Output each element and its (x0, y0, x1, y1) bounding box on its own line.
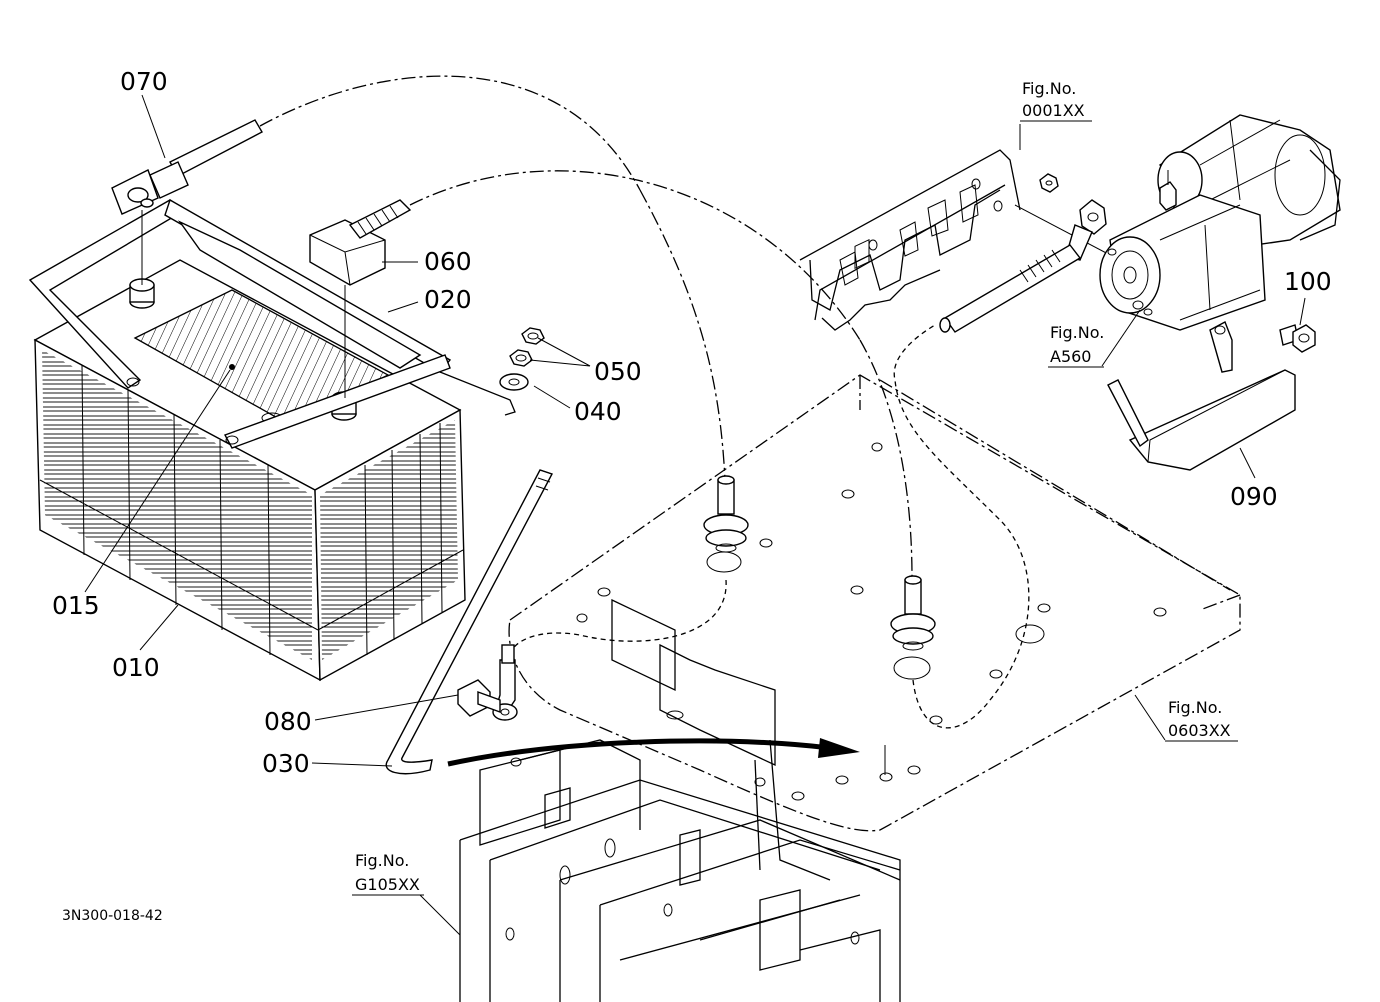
bolt (1279, 324, 1316, 353)
figref-0001xx[interactable]: Fig.No. 0001XX (1020, 79, 1092, 122)
label-100: 100 (1284, 267, 1332, 296)
grommet-right (890, 575, 936, 651)
starter-cable (939, 173, 1107, 333)
engine-block (799, 149, 1111, 331)
label-090: 090 (1230, 482, 1278, 511)
svg-text:Fig.No.: Fig.No. (1050, 323, 1104, 342)
lower-frame (459, 739, 901, 1002)
svg-text:0603XX: 0603XX (1168, 721, 1231, 740)
svg-text:Fig.No.: Fig.No. (355, 851, 409, 870)
drawing-code: 3N300-018-42 (62, 908, 163, 924)
svg-text:0001XX: 0001XX (1022, 101, 1085, 120)
hold-down-bracket (28, 198, 516, 449)
svg-text:Fig.No.: Fig.No. (1022, 79, 1076, 98)
label-050: 050 (594, 357, 642, 386)
battery (33, 259, 466, 682)
figref-g105xx[interactable]: Fig.No. G105XX (352, 851, 424, 896)
ground-cable (457, 644, 518, 721)
starter-motor (1099, 114, 1341, 331)
routing-arrow (447, 738, 886, 775)
figref-a560[interactable]: Fig.No. A560 (1048, 323, 1104, 368)
label-020: 020 (424, 285, 472, 314)
figref-0603xx[interactable]: Fig.No. 0603XX (1165, 698, 1238, 742)
label-070: 070 (120, 67, 168, 96)
terminal-cover (1107, 321, 1296, 471)
negative-cable (111, 75, 726, 481)
nut-washer-set (499, 327, 545, 391)
label-080: 080 (264, 707, 312, 736)
label-030: 030 (262, 749, 310, 778)
positive-cable (309, 170, 913, 579)
rod (385, 469, 554, 775)
leader-lines (84, 94, 1306, 936)
label-040: 040 (574, 397, 622, 426)
label-015: 015 (52, 591, 100, 620)
svg-text:A560: A560 (1050, 347, 1091, 366)
svg-text:Fig.No.: Fig.No. (1168, 698, 1222, 717)
label-060: 060 (424, 247, 472, 276)
grommet-left (703, 475, 749, 553)
floor-plate (508, 374, 1241, 832)
label-010: 010 (112, 653, 160, 682)
svg-text:G105XX: G105XX (355, 875, 420, 894)
